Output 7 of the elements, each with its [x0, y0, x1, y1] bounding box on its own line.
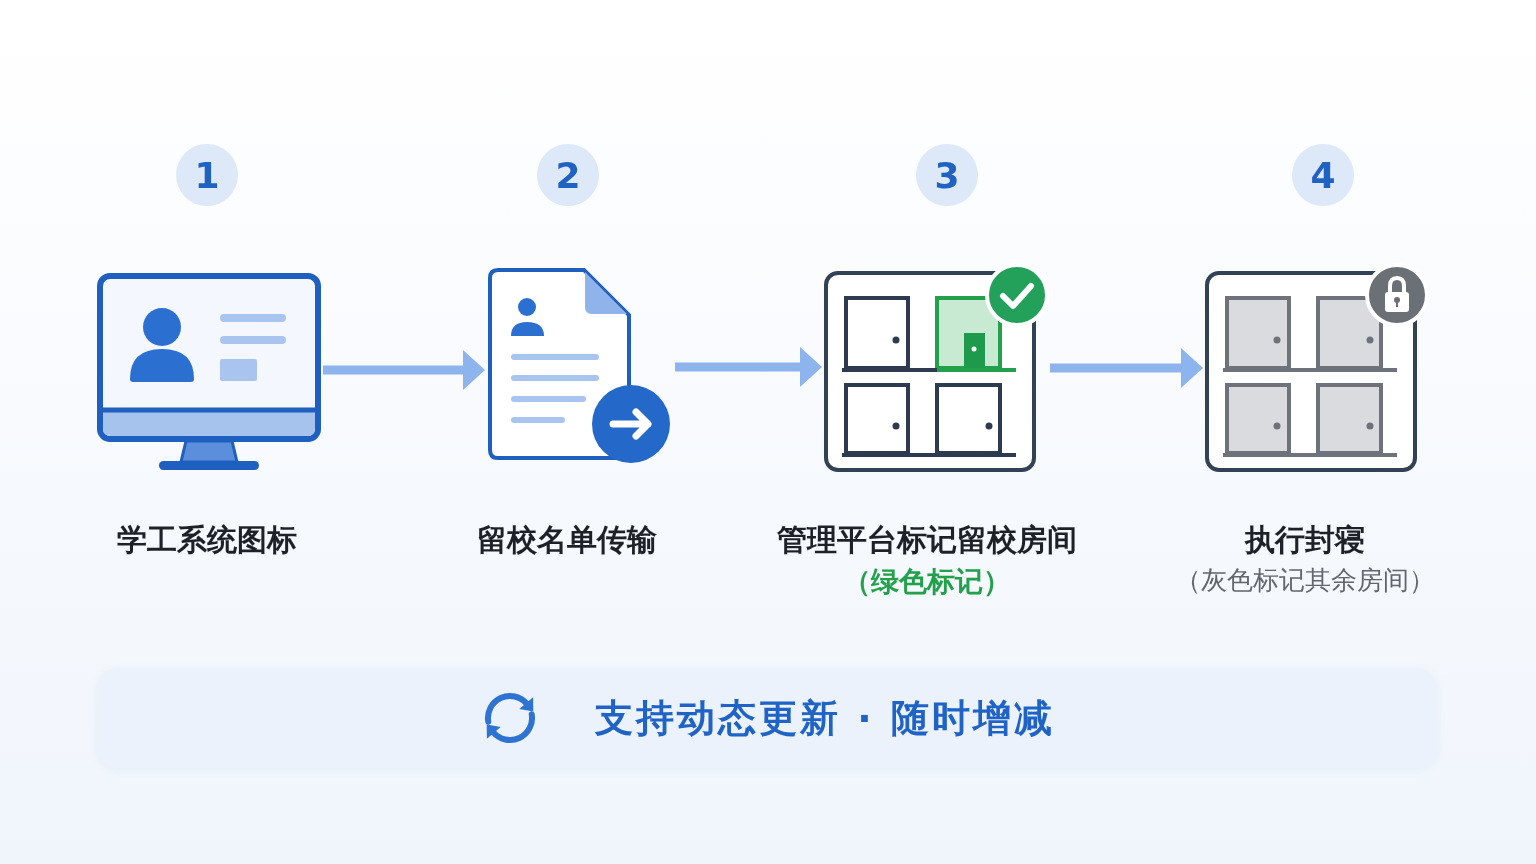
step-note: （绿色标记）: [843, 564, 1011, 600]
step-caption: 管理平台标记留校房间: [777, 521, 1077, 559]
step-note: （灰色标记其余房间）: [1175, 564, 1435, 597]
step-caption: 留校名单传输: [477, 521, 657, 559]
banner-text: 支持动态更新 · 随时增减: [595, 694, 1055, 742]
step-caption: 执行封寝: [1245, 521, 1365, 559]
step-caption: 学工系统图标: [117, 521, 297, 559]
